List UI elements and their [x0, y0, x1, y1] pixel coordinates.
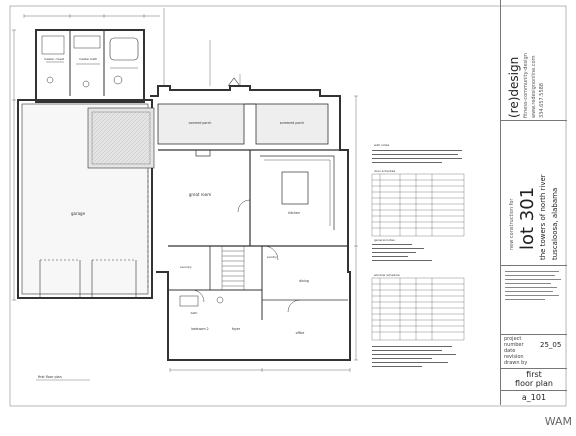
development-name: the towers of north river — [539, 174, 547, 260]
bath-label: bath — [191, 311, 198, 315]
wall-notes-title: wall notes — [374, 143, 390, 147]
dimension-lines — [12, 8, 358, 372]
foyer-label: foyer — [232, 327, 241, 331]
pantry-label: pantry — [267, 255, 277, 259]
master-closet-label: master closet — [44, 57, 65, 61]
company-tagline: fitness-community-design — [523, 53, 529, 118]
sheet-title: first floor plan — [501, 370, 567, 388]
roof-gable — [227, 77, 241, 87]
hall-block — [87, 107, 155, 169]
project-number: 25_05 — [540, 341, 562, 349]
company-phone: 334.657.5588 — [539, 83, 545, 118]
date-label: date — [504, 348, 516, 354]
company-name: (re)design — [507, 56, 521, 118]
project-info: project number 25_05 date revision drawn… — [504, 336, 561, 366]
lot-number: lot 301 — [517, 186, 538, 250]
project-location: tuscaloosa, alabama — [551, 187, 559, 260]
drawn-by-label: drawn by — [504, 360, 528, 366]
wall-notes — [372, 150, 462, 163]
plan-label: first floor plan — [38, 375, 62, 379]
general-notes-title: general notes — [374, 238, 395, 242]
number-label: number — [504, 342, 524, 348]
covered-porch-label: covered porch — [189, 121, 212, 125]
dining-label: dining — [299, 279, 309, 283]
legal-notes — [505, 268, 563, 328]
office-label: office — [296, 331, 305, 335]
project-label: project — [504, 336, 522, 342]
title-block: (re)design fitness-community-design www.… — [500, 0, 567, 405]
bedroom-2-label: bedroom 2 — [191, 327, 208, 331]
window-schedule-table — [371, 277, 465, 341]
company-website: www.redesignonline.com — [531, 55, 537, 118]
screened-porch-label: screened porch — [280, 121, 305, 125]
master-suite — [35, 29, 145, 103]
window-schedule-title: window schedule — [374, 273, 400, 277]
kitchen-label: kitchen — [288, 211, 300, 215]
revision-label: revision — [504, 354, 524, 360]
sheet-border — [9, 5, 567, 407]
project-heading: new construction for — [509, 198, 515, 250]
bottom-notes — [372, 346, 456, 367]
sheet-title-line1: first — [526, 370, 542, 379]
great-room-label: great room — [189, 192, 211, 197]
garage-label: garage — [71, 211, 86, 216]
door-schedule-table — [371, 173, 465, 237]
sheet-title-line2: floor plan — [515, 379, 553, 388]
sheet-number: a_101 — [521, 393, 547, 402]
master-bath-label: master bath — [79, 57, 97, 61]
main-house — [150, 85, 351, 361]
watermark: WAM — [544, 415, 572, 428]
general-notes — [372, 244, 432, 261]
door-schedule-title: door schedule — [374, 169, 395, 173]
laundry-label: laundry — [180, 265, 192, 269]
